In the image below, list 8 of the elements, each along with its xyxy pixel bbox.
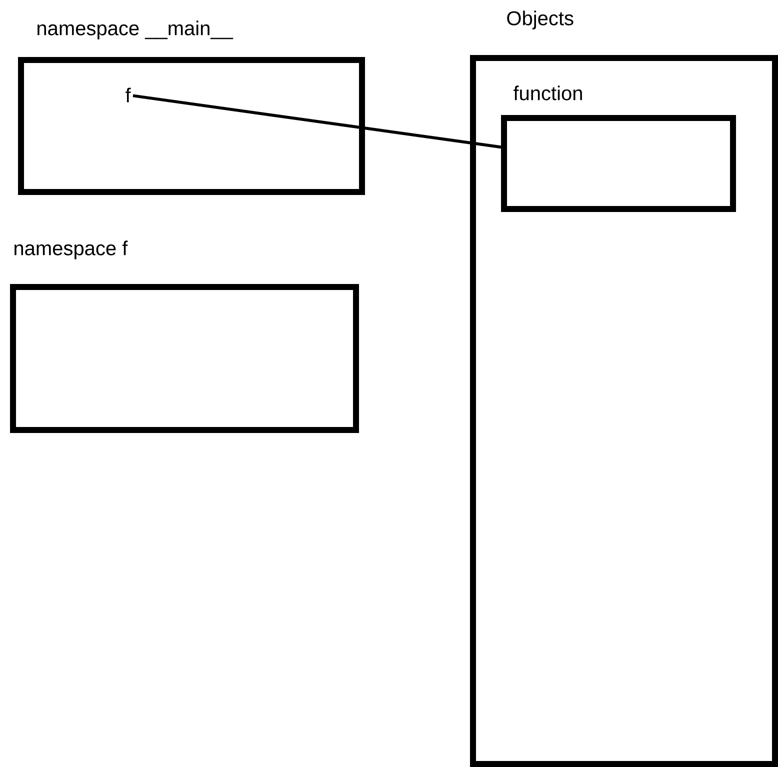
node-label: namespace f [14,240,128,260]
node-label: function [513,86,582,100]
namespace-box: namespace f [10,240,359,433]
object-box: function [501,86,736,212]
node-label: namespace __main__ [38,20,234,40]
variable-name: f [126,88,131,102]
node-label: Objects [507,10,574,30]
reference-line [132,94,502,149]
